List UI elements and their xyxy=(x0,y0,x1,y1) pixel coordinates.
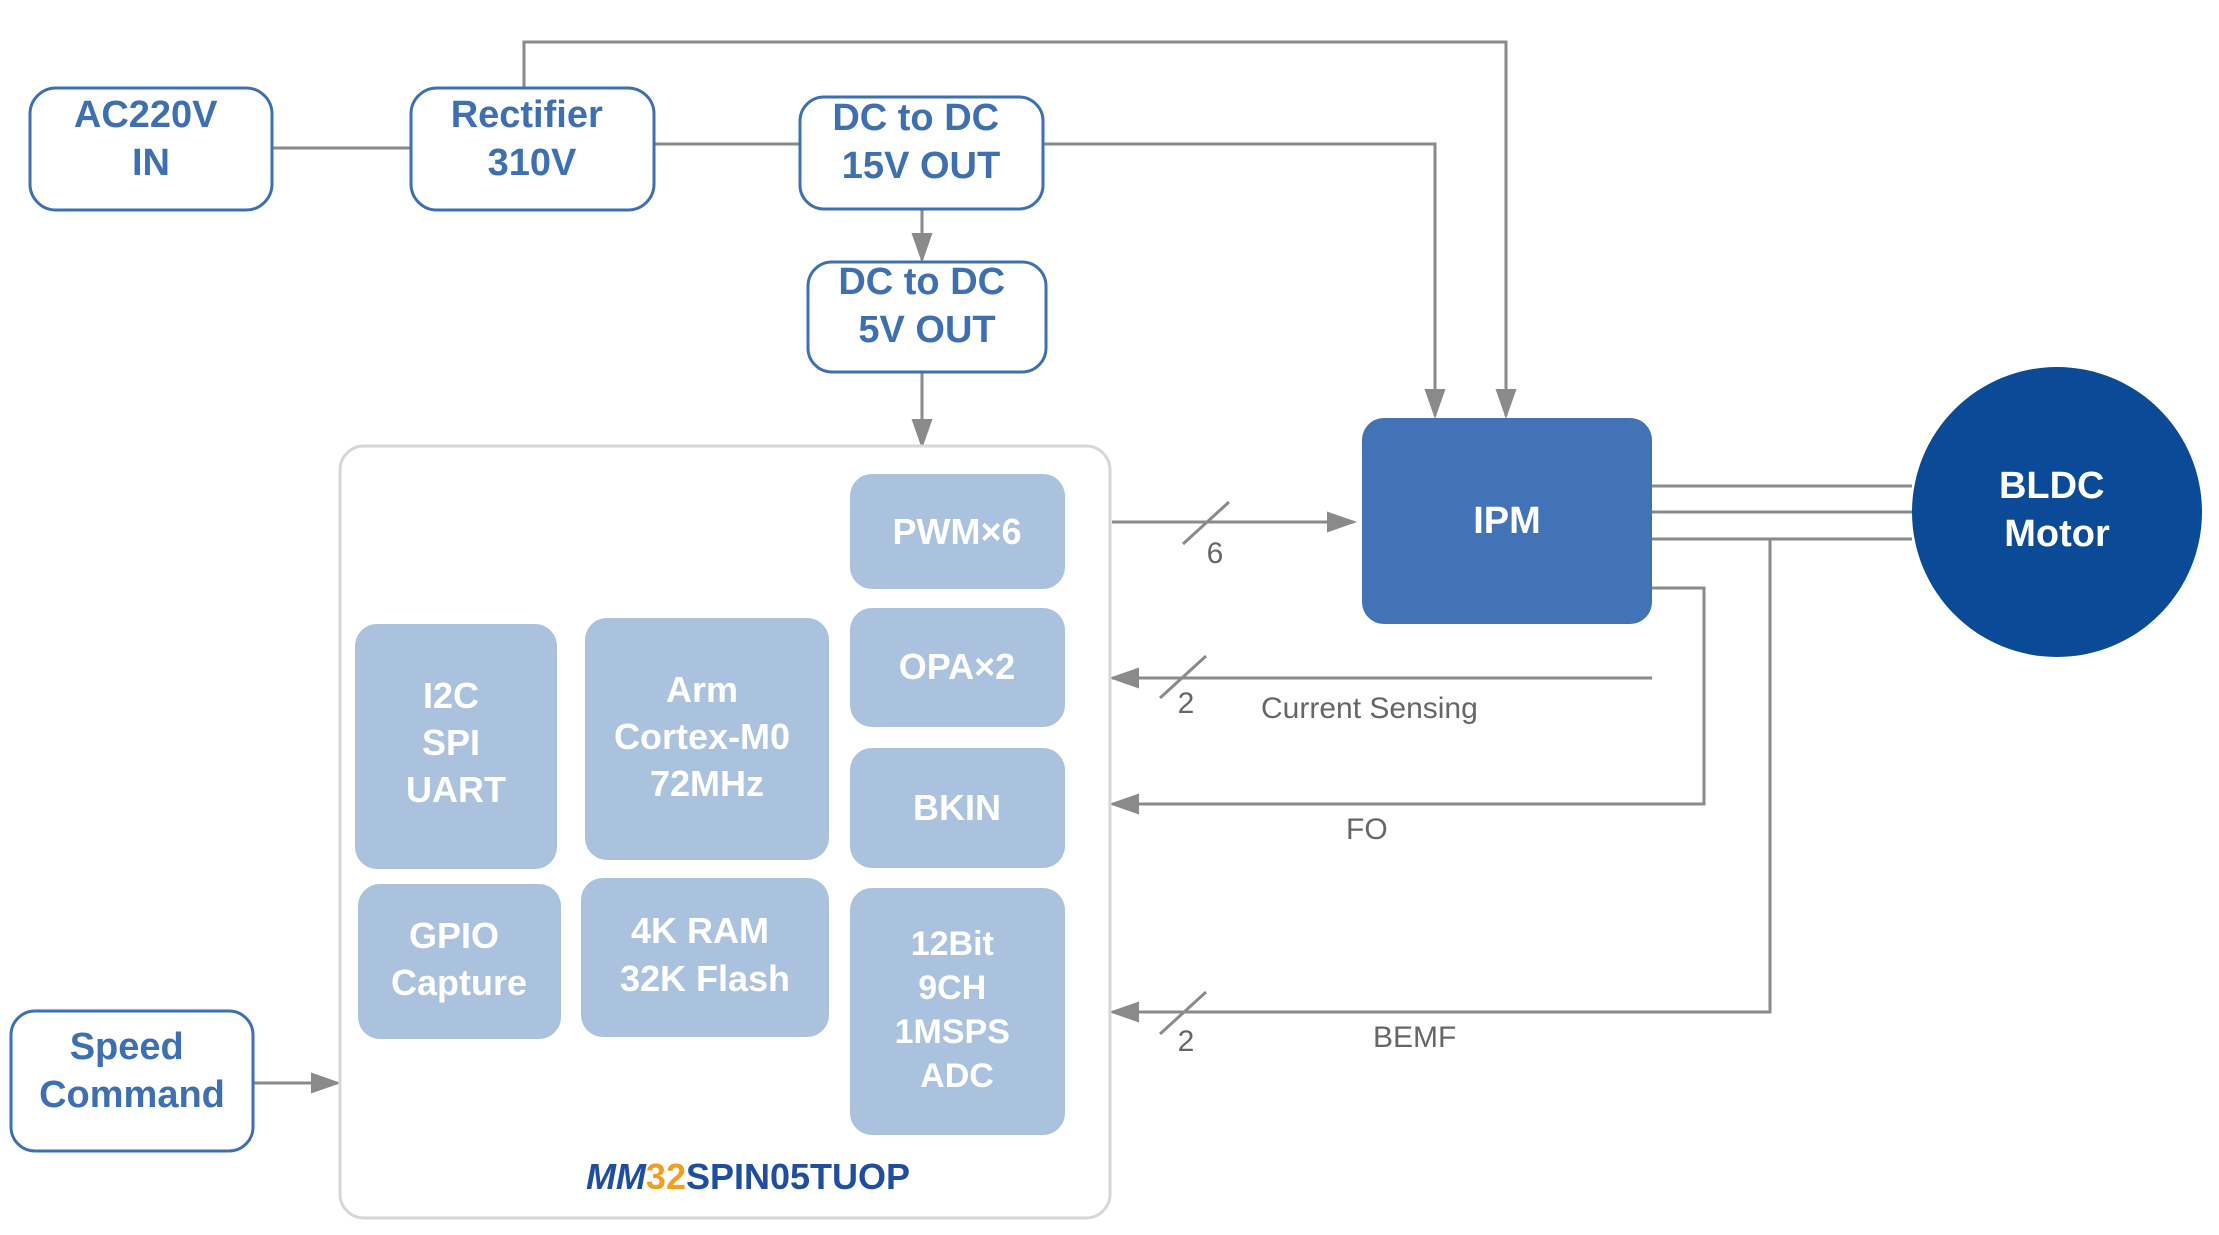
rectifier-box: Rectifier 310V xyxy=(409,86,656,212)
connectors xyxy=(254,40,1912,1094)
dc15-label-line1: DC to DC xyxy=(832,97,999,139)
adc-block-label: 12Bit 9CH 1MSPS ADC xyxy=(895,925,1020,1095)
dc15-label-line2: 15V OUT xyxy=(842,145,1000,187)
signal-labels: 6 2 2 Current Sensing FO BEMF xyxy=(1178,537,1478,1058)
speed-command-label: Speed Command xyxy=(39,1026,225,1116)
ac-in-label-line2: IN xyxy=(132,142,170,184)
ac-in-label-line1: AC220V xyxy=(74,94,218,136)
bemf-label: BEMF xyxy=(1373,1021,1456,1054)
memory-block: 4K RAM 32K Flash xyxy=(581,878,829,1037)
chip-brand-32: 32 xyxy=(646,1156,686,1197)
adc-bus-count: 2 xyxy=(1178,1025,1195,1058)
bemf-line xyxy=(1109,539,1772,1023)
fo-label: FO xyxy=(1346,813,1388,846)
core-block: Arm Cortex-M0 72MHz xyxy=(585,618,829,860)
bldc-motor-label-line2: Motor xyxy=(2004,513,2110,555)
dc15-label: DC to DC 15V OUT xyxy=(832,97,1009,187)
rectifier-label: Rectifier 310V xyxy=(451,94,614,184)
dc15-box: DC to DC 15V OUT xyxy=(798,95,1045,211)
bldc-motor: BLDC Motor xyxy=(1912,367,2202,657)
gpio-block: GPIO Capture xyxy=(358,884,561,1039)
mcu-chip: PWM×6 OPA×2 BKIN 12Bit 9CH 1MSPS ADC I2C… xyxy=(338,444,1112,1220)
core-block-line1: Arm xyxy=(666,669,738,710)
comm-block-line1: I2C xyxy=(423,675,479,716)
pwm-block-label: PWM×6 xyxy=(892,511,1021,552)
ipm-label: IPM xyxy=(1473,500,1541,542)
pwm-bus-count: 6 xyxy=(1207,537,1224,570)
opa-bus-count: 2 xyxy=(1178,687,1195,720)
dc5-label: DC to DC 5V OUT xyxy=(838,261,1015,351)
memory-block-line1: 4K RAM xyxy=(631,910,769,951)
pwm-bus-slash xyxy=(1181,500,1231,546)
opa-block-label: OPA×2 xyxy=(899,646,1015,687)
bkin-block: BKIN xyxy=(850,748,1065,868)
rectifier-label-line2: 310V xyxy=(488,142,577,184)
comm-block-label: I2C SPI UART xyxy=(406,675,506,810)
chip-brand-mm: MM xyxy=(586,1156,647,1197)
dc5-label-line1: DC to DC xyxy=(838,261,1005,303)
comm-block: I2C SPI UART xyxy=(355,624,557,869)
dc15-to-ipm-line xyxy=(1043,142,1446,419)
speed-command-box: Speed Command xyxy=(9,1009,255,1153)
fo-line xyxy=(1109,586,1706,815)
dc5-label-line2: 5V OUT xyxy=(858,309,995,351)
ipm-box: IPM xyxy=(1362,418,1652,624)
ac-in-box: AC220V IN xyxy=(28,86,274,212)
adc-block-line2: 9CH xyxy=(918,969,986,1007)
opa-bus-slash xyxy=(1158,654,1208,700)
speed-command-label-line2: Command xyxy=(39,1074,225,1116)
chip-brand-label: MM32SPIN05TUOP xyxy=(586,1156,910,1197)
current-sensing-label: Current Sensing xyxy=(1261,692,1478,725)
bldc-motor-label: BLDC Motor xyxy=(1999,465,2115,555)
rectifier-to-ipm-line xyxy=(522,40,1517,419)
core-block-label: Arm Cortex-M0 72MHz xyxy=(614,669,800,804)
comm-block-line3: UART xyxy=(406,769,506,810)
rectifier-label-line1: Rectifier xyxy=(451,94,603,136)
bkin-block-label: BKIN xyxy=(913,787,1001,828)
comm-block-line2: SPI xyxy=(422,722,480,763)
dc5-box: DC to DC 5V OUT xyxy=(806,260,1048,374)
adc-block-line3: 1MSPS xyxy=(895,1013,1010,1051)
gpio-block-line2: Capture xyxy=(391,962,527,1003)
gpio-block-line1: GPIO xyxy=(409,915,499,956)
opa-block: OPA×2 xyxy=(850,608,1065,727)
gpio-block-label: GPIO Capture xyxy=(391,915,527,1003)
adc-bus-slash xyxy=(1158,990,1208,1036)
adc-block: 12Bit 9CH 1MSPS ADC xyxy=(850,888,1065,1135)
memory-block-label: 4K RAM 32K Flash xyxy=(620,910,790,999)
chip-brand-model: SPIN05TUOP xyxy=(686,1156,910,1197)
adc-block-line1: 12Bit xyxy=(911,925,994,963)
adc-block-line4: ADC xyxy=(920,1057,994,1095)
memory-block-line2: 32K Flash xyxy=(620,958,790,999)
core-block-line3: 72MHz xyxy=(650,763,764,804)
ac-in-label: AC220V IN xyxy=(74,94,228,184)
pwm-block: PWM×6 xyxy=(850,474,1065,589)
core-block-line2: Cortex-M0 xyxy=(614,716,790,757)
speed-command-label-line1: Speed xyxy=(70,1026,184,1068)
bldc-motor-label-line1: BLDC xyxy=(1999,465,2105,507)
